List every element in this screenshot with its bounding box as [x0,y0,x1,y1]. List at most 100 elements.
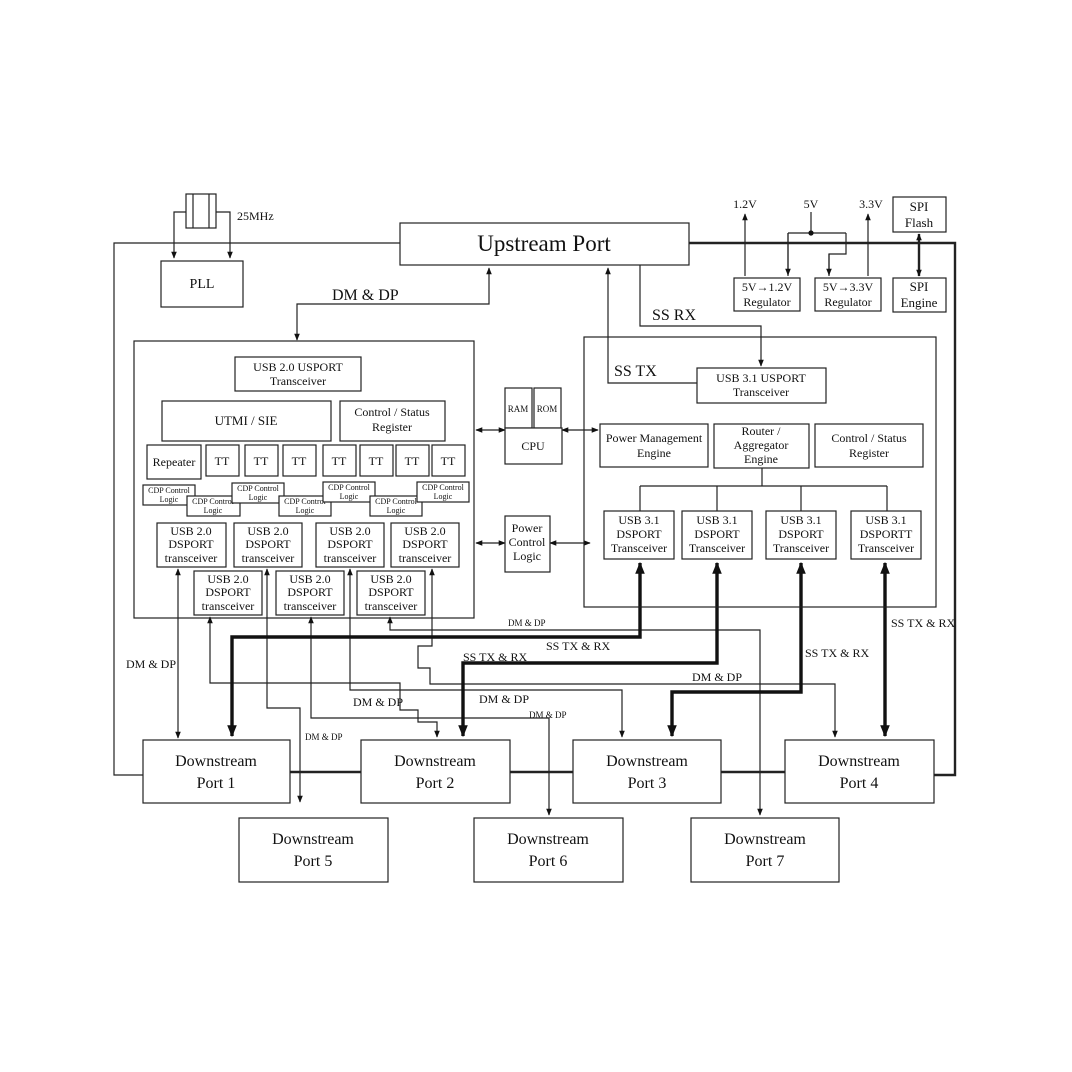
svg-text:Downstream: Downstream [175,753,257,770]
utmi-sie: UTMI / SIE [161,400,332,442]
svg-text:Register: Register [849,446,889,460]
downstream-port-7: Downstream Port 7 [690,817,840,883]
svg-text:transceiver: transceiver [284,599,337,613]
connections [113,211,957,816]
spi-engine-line1: SPI [910,279,929,294]
spi-flash-line2: Flash [905,215,934,230]
usb2-hub-frame [133,340,475,619]
usb2-usport-transceiver: USB 2.0 USPORT Transceiver [234,356,362,392]
label-ss-txrx-b: SS TX & RX [463,650,527,664]
svg-text:Router /: Router / [742,424,782,438]
tt-2: TT [254,454,269,468]
svg-text:USB 2.0: USB 2.0 [404,524,445,538]
svg-text:transceiver: transceiver [365,599,418,613]
downstream-port-6: Downstream Port 6 [473,817,624,883]
cdp-control-logic-1: CDP Control Logic [142,484,196,506]
router-aggregator-engine: Router / Aggregator Engine [713,423,810,469]
usb2-dsport-4: USB 2.0 DSPORT transceiver [390,522,460,568]
svg-text:USB 2.0: USB 2.0 [289,572,330,586]
svg-text:CDP Control: CDP Control [192,497,234,506]
svg-text:DSPORT: DSPORT [205,585,251,599]
svg-text:CDP Control: CDP Control [328,483,370,492]
svg-text:CDP Control: CDP Control [375,497,417,506]
usb3-dsport-2: USB 3.1 DSPORT Transceiver [681,510,753,560]
spi-flash-line1: SPI [910,199,929,214]
tt-1: TT [215,454,230,468]
label-ss-txrx-c: SS TX & RX [805,646,869,660]
downstream-port-3: Downstream Port 3 [572,739,722,804]
label-ss-rx: SS RX [652,307,696,324]
rail-junction [808,230,814,236]
usb2-ctrl-line2: Register [372,420,412,434]
rail-1v2: 1.2V [733,197,757,211]
svg-text:USB 3.1: USB 3.1 [780,513,821,527]
label-dm-dp-e: DM & DP [529,710,567,720]
regulator-3v3-line2: Regulator [824,295,871,309]
svg-text:USB 3.1: USB 3.1 [618,513,659,527]
svg-text:Downstream: Downstream [272,831,354,848]
upstream-port: Upstream Port [399,222,690,266]
label-ss-txrx-d: SS TX & RX [891,616,955,630]
spi-engine-line2: Engine [901,295,938,310]
tt-3: TT [292,454,307,468]
svg-text:USB 2.0: USB 2.0 [370,572,411,586]
regulator-1v2-line1: 5V→1.2V [742,280,793,294]
label-ss-tx: SS TX [614,363,657,380]
regulator-1v2: 5V→1.2V Regulator [733,277,801,312]
usb3-usport-transceiver: USB 3.1 USPORT Transceiver [696,367,827,404]
tt-row: TT TT TT TT TT TT TT [205,444,466,477]
svg-text:USB 3.1 USPORT: USB 3.1 USPORT [716,371,806,385]
label-dm-dp-b: DM & DP [479,692,529,706]
usb3-control-status-register: Control / Status Register [814,423,924,468]
svg-text:Logic: Logic [340,492,359,501]
rail-5v: 5V [804,197,819,211]
svg-text:DSPORT: DSPORT [778,527,824,541]
svg-text:transceiver: transceiver [399,551,452,565]
usb2-usport-line2: Transceiver [270,374,326,388]
downstream-port-5: Downstream Port 5 [238,817,389,883]
downstream-port-1: Downstream Port 1 [142,739,291,804]
crystal-frequency: 25MHz [237,209,274,223]
usb3-dsport-row: USB 3.1 DSPORT Transceiver USB 3.1 DSPOR… [603,510,922,560]
usb2-dsport-5: USB 2.0 DSPORT transceiver [193,570,263,616]
crystal-oscillator: 25MHz [185,193,274,229]
svg-text:USB 3.1: USB 3.1 [696,513,737,527]
svg-text:USB 3.1: USB 3.1 [865,513,906,527]
cdp-control-logic-5: CDP Control Logic [322,481,376,503]
svg-text:Port 3: Port 3 [628,775,667,792]
svg-text:Logic: Logic [296,506,315,515]
svg-text:transceiver: transceiver [242,551,295,565]
svg-text:Transceiver: Transceiver [733,385,789,399]
svg-text:DSPORT: DSPORT [368,585,414,599]
svg-text:CDP Control: CDP Control [422,483,464,492]
regulator-3v3-line1: 5V→3.3V [823,280,874,294]
cpu-block: RAM ROM CPU [504,387,563,465]
usb2-usport-line1: USB 2.0 USPORT [253,360,343,374]
svg-text:USB 2.0: USB 2.0 [247,524,288,538]
usb2-ctrl-line1: Control / Status [354,405,430,419]
cdp-control-logic-2: CDP Control Logic [186,495,241,517]
svg-text:Logic: Logic [249,493,268,502]
svg-text:Port 5: Port 5 [294,853,333,870]
label-dm-dp-f: DM & DP [305,732,343,742]
svg-text:Control / Status: Control / Status [831,431,907,445]
downstream-port-2: Downstream Port 2 [360,739,511,804]
svg-text:DSPORTT: DSPORTT [860,527,913,541]
usb2-dsport-bottom-row: USB 2.0 DSPORT transceiver USB 2.0 DSPOR… [193,570,426,616]
svg-text:Engine: Engine [744,452,778,466]
ram-label: RAM [508,404,529,414]
tt-5: TT [369,454,384,468]
svg-text:Downstream: Downstream [724,831,806,848]
utmi-sie-label: UTMI / SIE [215,413,278,428]
svg-text:Port 4: Port 4 [840,775,879,792]
usb2-dsport-1: USB 2.0 DSPORT transceiver [156,522,227,568]
usb2-dsport-2: USB 2.0 DSPORT transceiver [233,522,303,568]
rom-label: ROM [537,404,558,414]
signal-labels: DM & DP SS RX SS TX DM & DP DM & DP SS T… [126,287,955,742]
power-management-engine: Power Management Engine [599,423,709,468]
svg-text:transceiver: transceiver [202,599,255,613]
svg-text:CDP Control: CDP Control [237,484,279,493]
svg-text:USB 2.0: USB 2.0 [207,572,248,586]
svg-text:Power Management: Power Management [606,431,703,445]
